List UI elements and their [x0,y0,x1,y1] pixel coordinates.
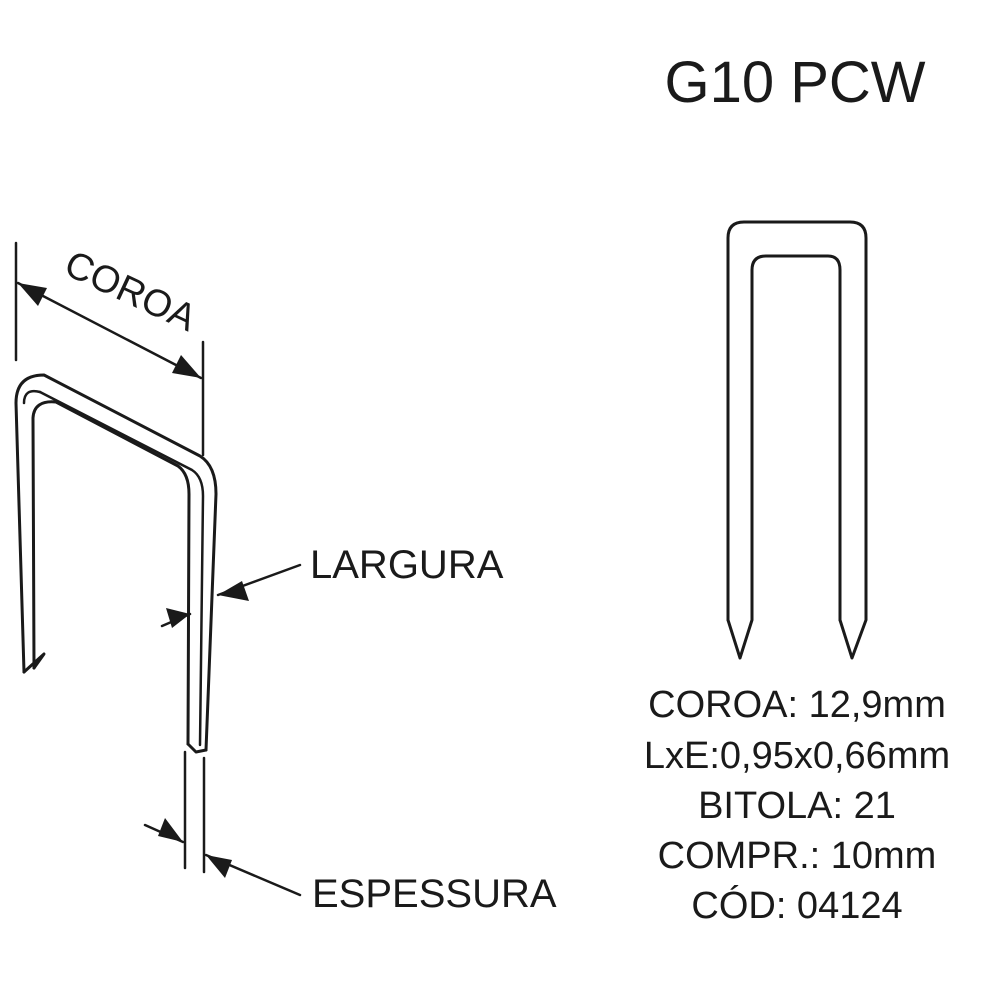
coroa-arrow-left [18,283,47,306]
espessura-arrow-left [158,818,183,842]
spec-cod: CÓD: 04124 [691,884,902,927]
product-title: G10 PCW [664,50,925,115]
spec-coroa: COROA: 12,9mm [648,684,946,726]
spec-lxe: LxE:0,95x0,66mm [644,735,950,777]
largura-label: LARGURA [310,543,504,587]
front-staple [726,220,868,660]
coroa-arrow-right [172,355,201,378]
espessura-dimension: ESPESSURA [143,750,557,916]
perspective-staple [14,373,218,754]
specs-block: COROA: 12,9mm LxE:0,95x0,66mm BITOLA: 21… [644,684,950,927]
espessura-label: ESPESSURA [312,872,557,916]
spec-compr: COMPR.: 10mm [658,835,937,877]
coroa-dimension: COROA [14,241,205,457]
largura-arrow-inner [166,608,190,628]
largura-dimension: LARGURA [160,543,504,628]
espessura-arrow-right [206,855,232,878]
largura-arrow-outer [218,581,249,601]
coroa-label: COROA [58,243,203,340]
spec-bitola: BITOLA: 21 [698,785,896,827]
